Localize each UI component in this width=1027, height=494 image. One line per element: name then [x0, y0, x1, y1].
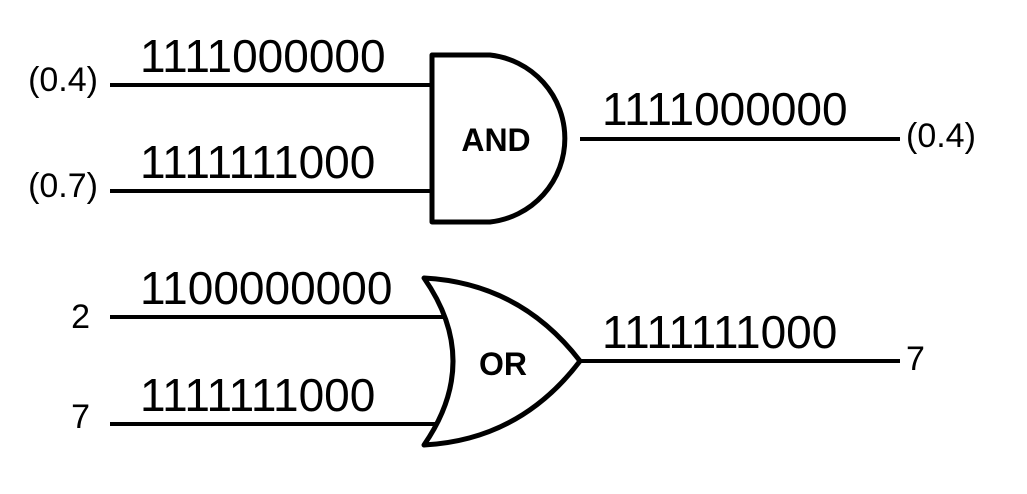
and-gate-group: AND (0.4) (0.7) 1111000000 1111111000 11…	[28, 30, 976, 225]
or-output-value: 7	[906, 340, 925, 378]
and-input-1-bits: 1111000000	[140, 30, 386, 82]
and-output-bits: 1111000000	[602, 83, 848, 135]
or-gate-group: OR 2 7 1100000000 1111111000 1111111000 …	[71, 262, 925, 448]
and-gate-shape	[429, 52, 568, 225]
or-input-2-value: 7	[71, 398, 90, 436]
or-gate-shape	[421, 275, 583, 448]
or-input-1-bits: 1100000000	[140, 262, 392, 314]
and-output-value: (0.4)	[906, 117, 976, 155]
or-output-bits: 1111111000	[602, 306, 837, 358]
or-input-2-bits: 1111111000	[140, 369, 375, 421]
and-gate-label: AND	[461, 122, 530, 158]
and-input-1-value: (0.4)	[28, 61, 98, 99]
or-input-1-value: 2	[71, 298, 90, 336]
or-gate-label: OR	[479, 346, 527, 382]
and-input-2-bits: 1111111000	[140, 136, 375, 188]
and-input-2-value: (0.7)	[28, 167, 98, 205]
